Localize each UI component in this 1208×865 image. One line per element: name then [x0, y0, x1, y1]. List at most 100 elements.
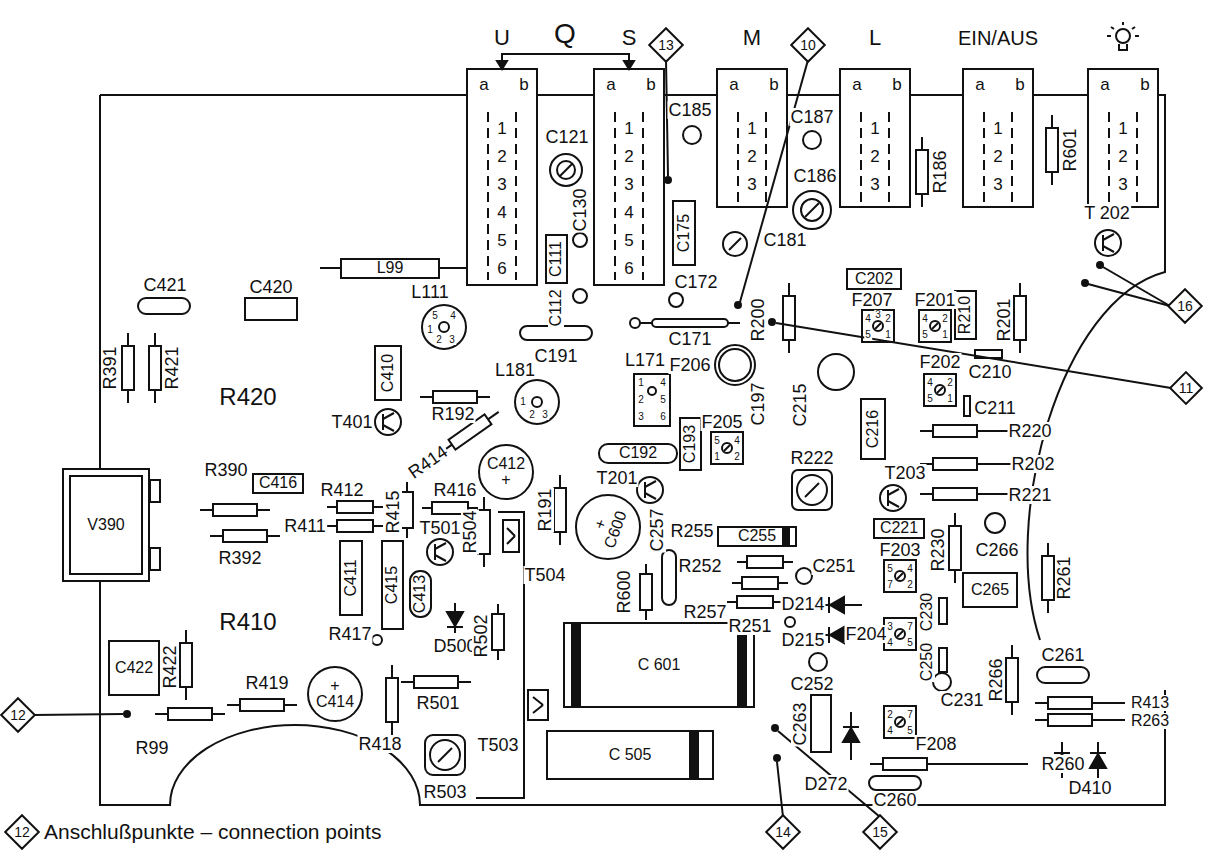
capacitor-symbol — [572, 624, 580, 706]
part-label: R390 — [203, 461, 248, 479]
part-text: a — [852, 76, 861, 93]
resistor-symbol — [727, 596, 783, 608]
switch-contacts — [1136, 112, 1138, 202]
part-text: 1 — [624, 120, 633, 137]
leader-line — [777, 762, 783, 817]
pin-number: 1 — [713, 452, 721, 462]
coil-symbol — [715, 345, 755, 385]
resistor-symbol — [916, 137, 928, 207]
part-label: R414 — [404, 442, 451, 483]
part-label: C252 — [789, 675, 834, 693]
pin-number: 2 — [884, 314, 892, 324]
resistor-symbol — [1006, 645, 1018, 715]
part-label: R503 — [422, 783, 467, 801]
part-text: C175 — [676, 214, 692, 252]
part-text: 1 — [497, 120, 506, 137]
part-label: R600 — [615, 569, 633, 614]
switch-contacts — [642, 112, 644, 280]
callout-diamond: 12 — [4, 814, 40, 850]
resistor-symbol — [870, 758, 940, 770]
pin-number: 4 — [449, 311, 457, 321]
pin-number: 2 — [941, 314, 949, 324]
capacitor-box: C202 — [846, 268, 902, 290]
part-label: S — [621, 27, 638, 49]
resistor-symbol — [940, 763, 1028, 765]
part-text: 4 — [497, 204, 506, 221]
part-text: 2 — [747, 148, 756, 165]
part-text: 1 — [747, 120, 756, 137]
part-label: R501 — [415, 694, 460, 712]
coil-symbol — [422, 305, 466, 349]
capacitor-symbol — [818, 354, 854, 390]
part-text: 3 — [993, 176, 1002, 193]
part-text: L99 — [377, 260, 404, 276]
capacitor-symbol — [138, 298, 190, 314]
trimmer-symbol — [924, 374, 956, 406]
part-label: D214 — [780, 595, 825, 613]
lamp-symbol — [1107, 22, 1139, 50]
switch-bracket — [497, 54, 634, 69]
part-label: C251 — [811, 557, 856, 575]
capacitor-symbol — [869, 776, 921, 790]
part-label: C421 — [142, 276, 187, 294]
part-label: R201 — [995, 297, 1013, 342]
pin-number: 3 — [541, 410, 549, 420]
resistor-symbol — [320, 267, 340, 269]
board-outline — [100, 95, 1165, 805]
capacitor-box: C216 — [860, 398, 886, 460]
capacitor-symbol — [662, 550, 676, 605]
switch-contacts — [737, 112, 739, 202]
part-label: R504 — [461, 509, 479, 554]
pin-number: 2 — [733, 452, 741, 462]
diode-symbol — [844, 604, 862, 606]
part-label: L111 — [410, 283, 449, 301]
part-label: R416 — [432, 481, 477, 499]
part-label: R261 — [1055, 555, 1073, 600]
part-text: C255 — [738, 528, 776, 544]
part-label: R221 — [1007, 486, 1052, 504]
coil-symbol — [422, 305, 755, 426]
part-label: R419 — [244, 674, 289, 692]
transistor-symbol — [503, 520, 519, 552]
part-text: C 505 — [609, 747, 652, 763]
part-text: 2 — [870, 148, 879, 165]
part-label: R418 — [357, 735, 402, 753]
part-text: 13 — [658, 38, 674, 52]
resistor-symbol — [386, 665, 398, 735]
part-text: 2 — [497, 148, 506, 165]
pin-number: 7 — [906, 710, 914, 720]
leader-line — [1082, 280, 1088, 286]
trimmer-symbol — [425, 154, 956, 775]
pin-number: 5 — [431, 311, 439, 321]
connector-block: V390 — [62, 468, 150, 582]
capacitor-symbol — [811, 695, 831, 752]
part-text: 2 — [993, 148, 1002, 165]
switch-block: ab123456 — [466, 68, 538, 286]
part-label: C130 — [571, 187, 589, 232]
resistor-symbol — [949, 513, 961, 583]
part-text: b — [769, 76, 778, 93]
capacitor-symbol — [669, 293, 683, 307]
capacitor-symbol — [939, 648, 947, 672]
coil-body: L99 — [340, 258, 440, 279]
lamp-symbol — [1111, 27, 1114, 29]
pin-number: 4 — [926, 378, 934, 388]
part-label: R220 — [1007, 422, 1052, 440]
coil-symbol — [515, 380, 559, 424]
pin-number: 2 — [528, 410, 536, 420]
part-label: C266 — [974, 541, 1019, 559]
diamond-outline — [791, 28, 825, 62]
part-text: + — [501, 472, 510, 488]
resistor-symbol — [1035, 714, 1105, 726]
pin-number: 5 — [659, 395, 667, 405]
part-text: b — [892, 76, 901, 93]
resistor-symbol — [1014, 283, 1026, 353]
capacitor-symbol — [783, 528, 789, 544]
diode-symbol — [454, 627, 456, 633]
pin-number: 1 — [884, 330, 892, 340]
resistor-symbol — [122, 333, 134, 403]
capacitor-symbol — [785, 617, 795, 627]
part-label: R413 — [1130, 695, 1170, 711]
part-text: 12 — [14, 825, 30, 839]
part-label: C121 — [544, 128, 589, 146]
